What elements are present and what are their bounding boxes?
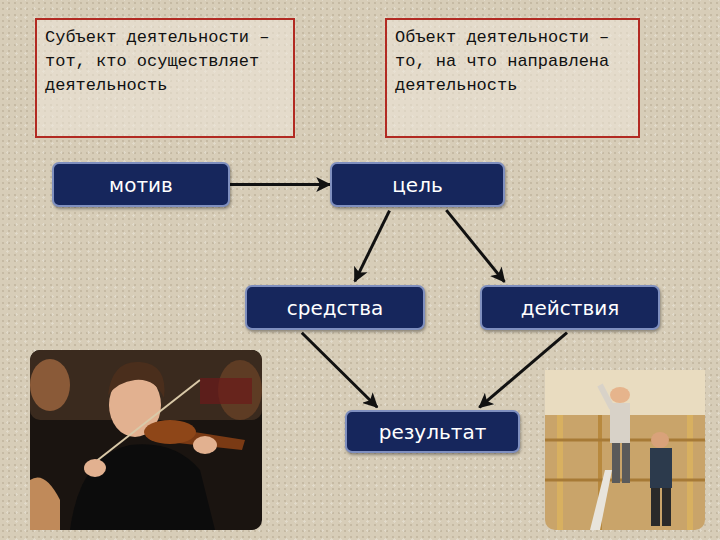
- node-label: мотив: [109, 173, 173, 197]
- text-holder: действия: [521, 296, 620, 320]
- text-holder: Объект деятельности – то, на что направл…: [395, 26, 630, 98]
- object-box: Объект деятельности – то, на что направл…: [385, 18, 640, 138]
- process-box: средства: [245, 285, 425, 330]
- text-holder: мотив: [109, 173, 173, 197]
- text-holder: средства: [287, 296, 384, 320]
- node-label: средства: [287, 296, 384, 320]
- flow-arrow: [355, 211, 390, 282]
- process-box: цель: [330, 162, 505, 207]
- construction-photo: [545, 370, 705, 530]
- flow-arrow: [479, 333, 567, 408]
- process-box: мотив: [52, 162, 230, 207]
- violinist-photo: [30, 350, 262, 530]
- definition-text: Объект деятельности – то, на что направл…: [395, 26, 630, 98]
- node-label: результат: [379, 420, 487, 444]
- definition-text: Субъект деятельности – тот, кто осуществ…: [45, 26, 285, 98]
- flow-arrow: [230, 183, 330, 186]
- node-label: цель: [392, 173, 443, 197]
- node-label: действия: [521, 296, 620, 320]
- subject-box: Субъект деятельности – тот, кто осуществ…: [35, 18, 295, 138]
- process-box: результат: [345, 410, 520, 453]
- flow-arrow: [446, 210, 504, 282]
- text-holder: результат: [379, 420, 487, 444]
- process-box: действия: [480, 285, 660, 330]
- flow-arrow: [302, 333, 377, 407]
- text-holder: цель: [392, 173, 443, 197]
- text-holder: Субъект деятельности – тот, кто осуществ…: [45, 26, 285, 98]
